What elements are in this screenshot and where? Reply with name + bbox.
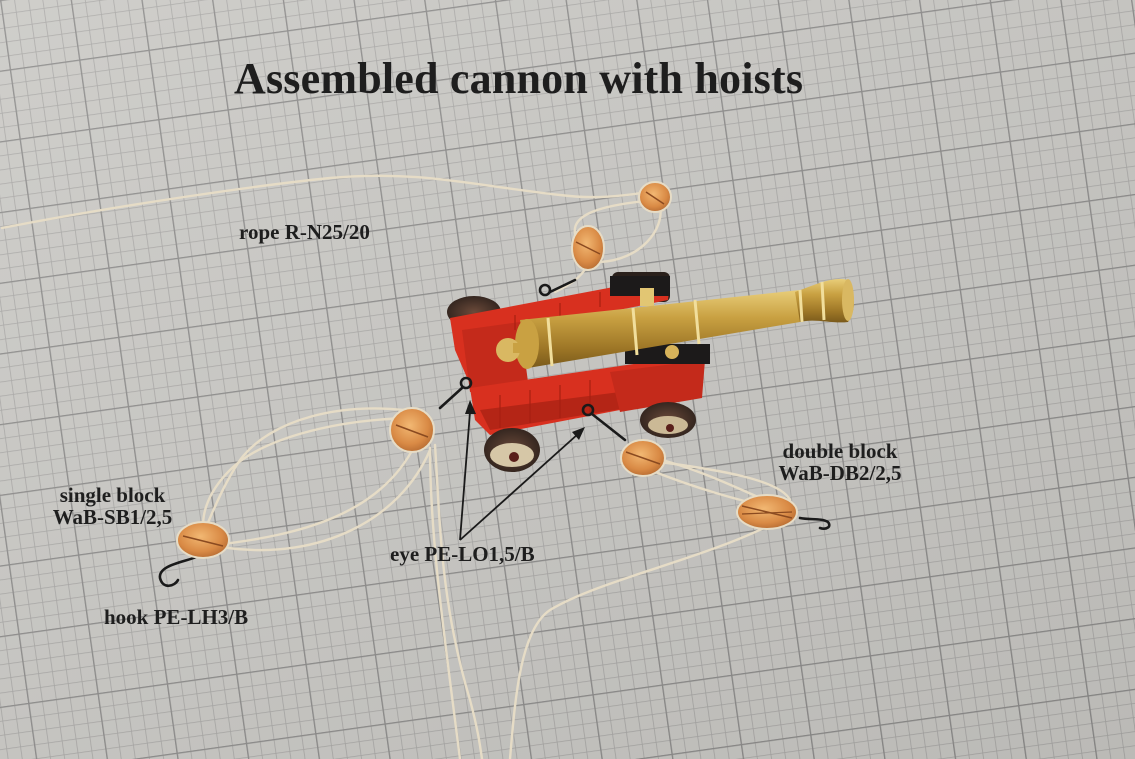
page-title: Assembled cannon with hoists: [234, 54, 804, 103]
arrow-head-icon: [572, 427, 585, 440]
rope-label: rope R-N25/20: [239, 220, 370, 244]
eye-annotation-arrows: [459, 400, 585, 541]
top-blocks: [571, 181, 672, 271]
front-wheels: [484, 402, 696, 472]
cannon-barrel: [496, 279, 854, 369]
double-block-label: double block WaB-DB2/2,5: [765, 440, 915, 484]
double-block-name: double block: [782, 439, 898, 463]
lower-blocks: [176, 407, 798, 559]
single-block-label: single block WaB-SB1/2,5: [40, 484, 185, 528]
cannon-carriage: [450, 276, 710, 435]
eye-label: eye PE-LO1,5/B: [390, 542, 535, 566]
single-block-code: WaB-SB1/2,5: [52, 505, 173, 530]
double-block-code: WaB-DB2/2,5: [778, 461, 902, 486]
arrow-head-icon: [465, 400, 476, 414]
metal-fittings: [158, 278, 831, 588]
single-block-name: single block: [59, 483, 166, 507]
hook-label: hook PE-LH3/B: [104, 605, 249, 629]
